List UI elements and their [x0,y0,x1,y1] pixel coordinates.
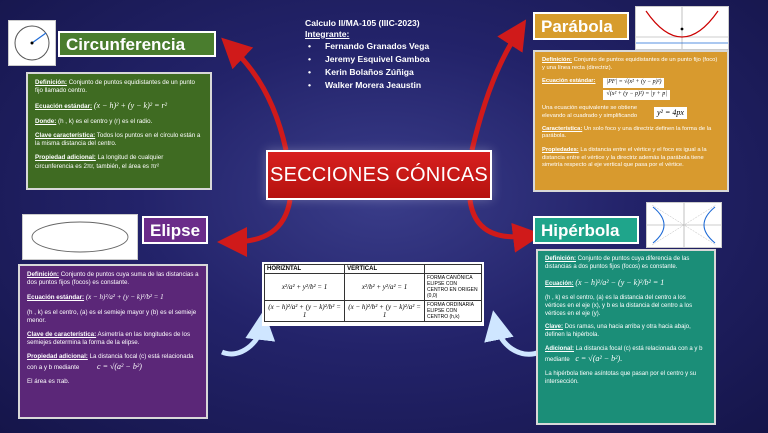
circ-clave-label: Clave característica: [35,132,96,140]
team-info: Calculo II/MA-105 (IIIC-2023) Integrante… [305,18,430,92]
hip-equation: (x − h)²/a² − (y − k)²/b² = 1 [575,277,665,287]
parab-eq3: y² = 4px [654,106,687,120]
arrow-to-table-left [220,310,276,357]
parab-eq-label: Ecuación estándar: [542,78,596,85]
parab-equiv-text: Una ecuación equivalente se obtiene elev… [542,105,638,119]
hiperbola-title: Hipérbola [533,216,639,244]
arrow-to-table-right [484,310,541,357]
elip-clave-label: Clave de característica: [27,330,97,338]
table-cell-h1: x²/a² + y²/b² = 1 [263,273,346,301]
circ-donde-text: (h , k) es el centro y (r) es el radio. [56,117,153,125]
hip-prop-label: Adicional: [545,346,575,353]
center-title: SECCIONES CÓNICAS [266,150,492,200]
table-cell-v1: x²/b² + y²/a² = 1 [344,273,425,301]
hip-eq-label: Ecuación: [545,280,574,287]
member-item: Jeremy Esquivel Gamboa [305,54,430,65]
table-cell-note2: FORMA ORDINARIA ELIPSE CON CENTRO (h,k) [424,300,482,322]
table-cell-h2: (x − h)²/a² + (y − k)²/b² = 1 [263,300,346,322]
parab-eq1: |PF| = √(x² + (y − p)²) [603,78,665,89]
parabola-panel: Definición: Conjunto de puntos equidista… [533,50,729,192]
arrow-to-hiperbola [467,199,543,253]
parab-def-text: Conjunto de puntos equidistantes de un p… [542,57,718,71]
parab-eq-stack: |PF| = √(x² + (y − p)²) √(x² + (y − p)²)… [603,78,670,101]
hyperbola-graph-image [646,202,722,248]
table-cell-v2: (x − h)²/b² + (y − k)²/a² = 1 [344,300,425,322]
arrow-to-circunferencia [221,37,289,151]
elip-equation: (x − h)²/a² + (y − k)²/b² = 1 [85,293,164,302]
elip-area-text: El área es πab. [27,378,70,386]
circ-eq-label: Ecuación estándar: [35,103,93,111]
table-cell-note1: FORMA CANÓNICA ELIPSE CON CENTRO EN ORIG… [424,273,482,301]
hip-prop-equation: c = √(a² − b²). [575,354,623,364]
circ-equation: (x − h)² + (y − k)² = r² [93,101,168,111]
member-item: Fernando Granados Vega [305,41,430,52]
elip-prop-equation: c = √(a² − b²) [97,361,142,371]
elip-prop-label: Propiedad adicional: [27,353,88,361]
ellipse-forms-table: HORIZNTAL VERTICAL x²/a² + y²/b² = 1 x²/… [262,262,484,326]
elip-donde-text: (h , k) es el centro, (a) es el semieje … [27,308,197,324]
parab-eq-row: Ecuación estándar: |PF| = √(x² + (y − p)… [542,78,720,101]
elipse-title: Elipse [142,216,208,244]
parab-def-label: Definición: [542,57,572,63]
hip-prop-text: La distancia focal (c) está relacionada … [545,346,703,364]
circle-diagram-image [8,20,56,66]
circunferencia-title: Circunferencia [58,31,216,57]
hip-def-label: Definición: [545,256,576,262]
table-header-horizontal: HORIZNTAL [263,264,346,274]
elip-def-label: Definición: [27,271,59,278]
elip-prop-text: La distancia focal (c) está relacionada … [27,353,194,371]
hip-asint-text: La hipérbola tiene asíntotas que pasan p… [545,371,697,385]
elip-eq-label: Ecuación estándar: [27,294,85,302]
parab-prop-text: La distancia entre el vértice y el foco … [542,146,707,169]
circ-def-text: Conjunto de puntos equidistantes de un p… [35,79,195,95]
arrow-to-elipse [217,199,293,257]
hip-clave-label: Clave: [545,324,564,331]
course-name: Calculo II/MA-105 (IIIC-2023) [305,18,420,28]
parabola-title: Parábola [533,12,629,40]
parabola-graph-image [635,6,729,50]
parab-eq2: √(x² + (y − p)²) = |y + p| [603,90,670,101]
elip-def-text: Conjunto de puntos cuya suma de las dist… [27,271,199,287]
circunferencia-panel: Definición: Conjunto de puntos equidista… [26,72,212,190]
circ-def-label: Definición: [35,79,67,86]
circ-donde-label: Donde: [35,117,57,125]
elipse-panel: Definición: Conjunto de puntos cuya suma… [18,264,208,419]
circ-prop-text: La longitud de cualquier circunferencia … [35,154,164,170]
hip-def-text: Conjunto de puntos cuya diferencia de la… [545,256,690,270]
hip-donde-text: (h , k) es el centro, (a) es la distanci… [545,294,693,317]
circ-prop-label: Propiedad adicional: [35,154,96,162]
parab-clave-text: Un solo foco y una directriz definen la … [542,125,712,140]
table-header-vertical: VERTICAL [344,264,425,274]
member-item: Kerin Bolaños Zúñiga [305,67,430,78]
parab-clave-label: Característica: [542,125,583,132]
circ-clave-text: Todos los puntos en el círculo están a l… [35,132,201,148]
hip-clave-text: Dos ramas, una hacia arriba y otra hacia… [545,324,691,339]
ellipse-diagram-image [22,214,138,260]
forms-table: HORIZNTAL VERTICAL x²/a² + y²/b² = 1 x²/… [263,264,482,322]
parab-equiv-row: Una ecuación equivalente se obtiene elev… [542,105,720,120]
table-header-empty [424,264,482,274]
arrow-to-parabola [469,19,527,151]
members-label: Integrante: [305,28,350,39]
member-item: Walker Morera Jeaustin [305,80,430,91]
elip-clave-text: Asimetría en las longitudes de los semie… [27,330,191,347]
members-list: Fernando Granados Vega Jeremy Esquivel G… [305,41,430,90]
parab-prop-label: Propiedades: [542,146,579,153]
hiperbola-panel: Definición: Conjunto de puntos cuya dife… [536,249,716,425]
